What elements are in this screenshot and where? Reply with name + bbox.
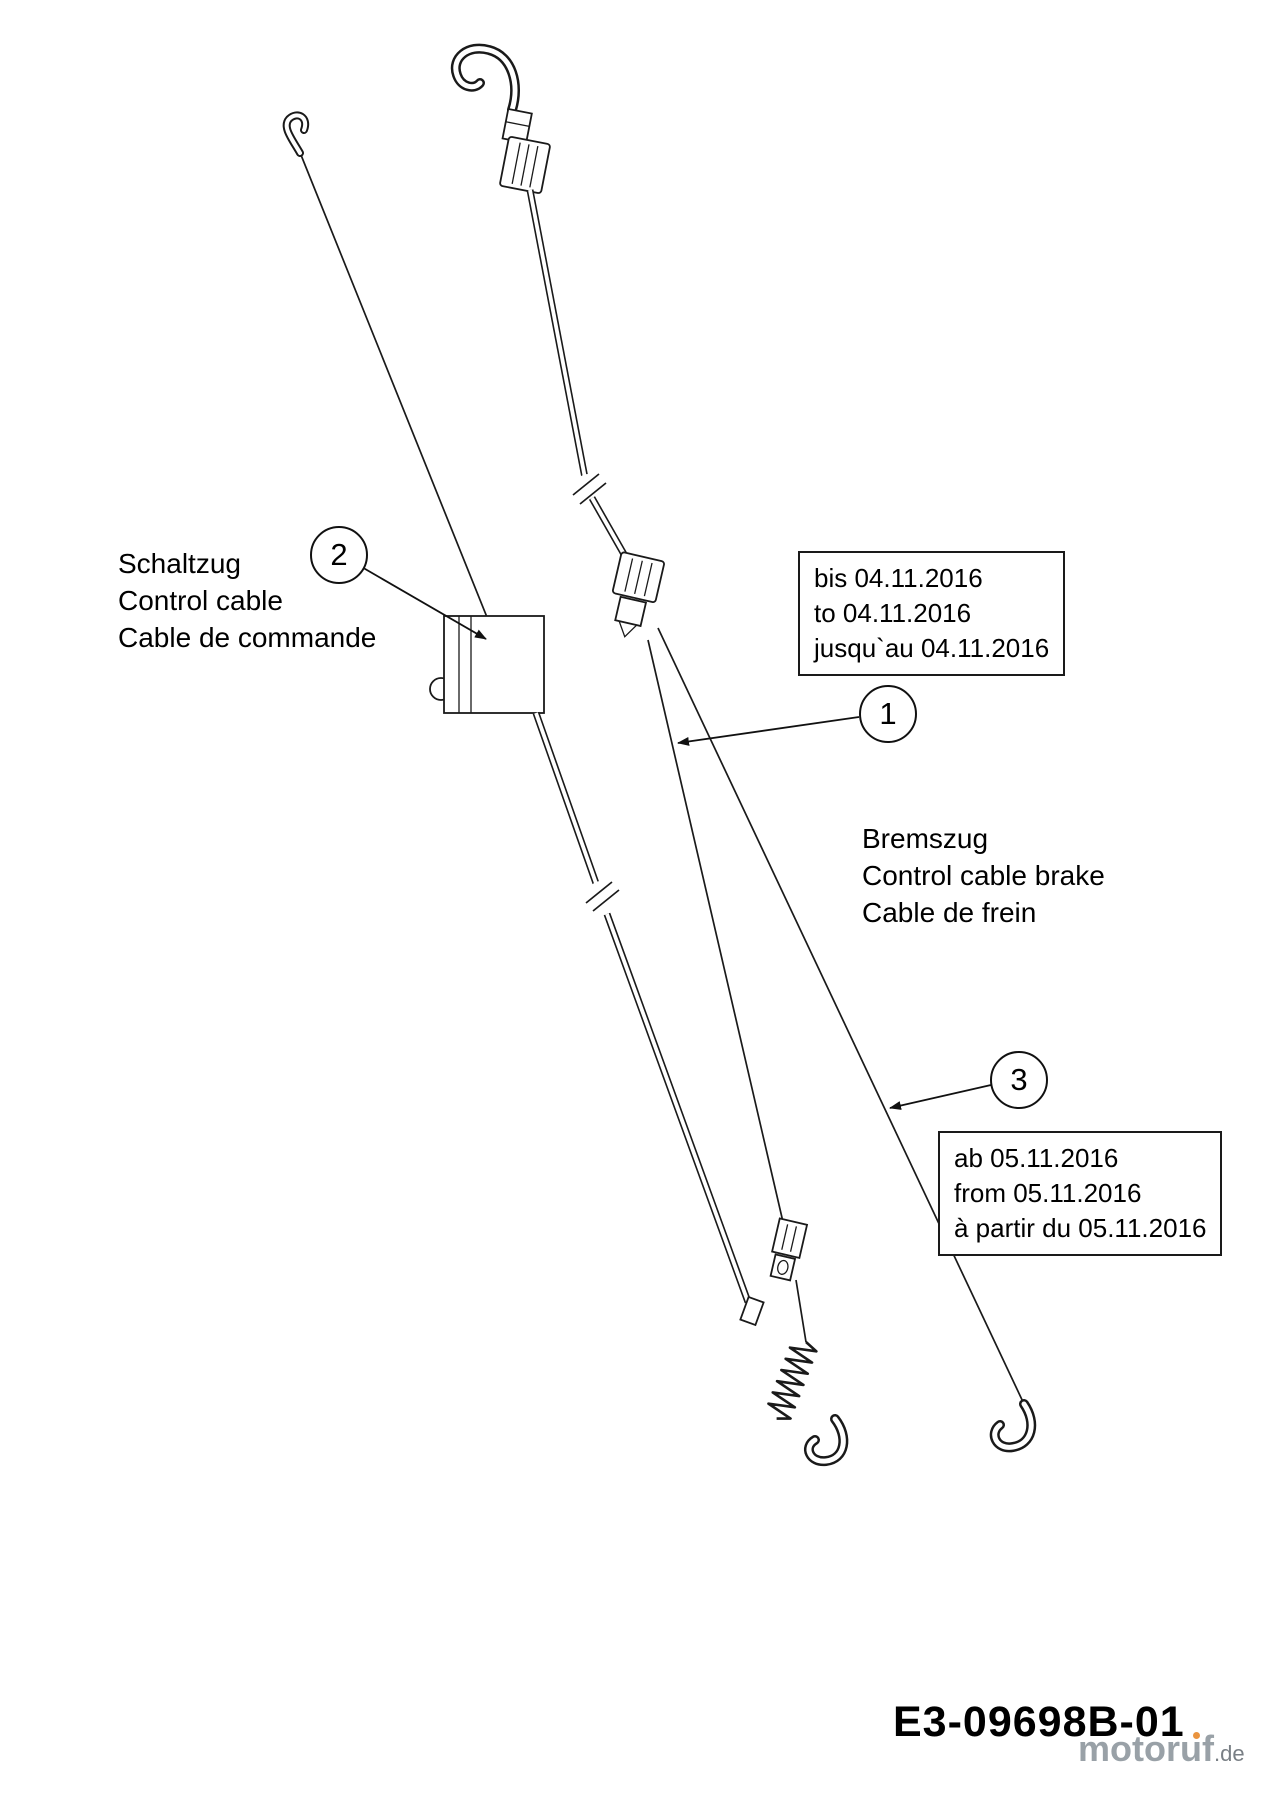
cable3-wire (657, 627, 1025, 1405)
schaltzug-label: Schaltzug Control cable Cable de command… (118, 545, 376, 656)
watermark-dot-icon (1192, 1732, 1200, 1739)
valid-until-en: to 04.11.2016 (814, 598, 972, 628)
bremszug-label: Bremszug Control cable brake Cable de fr… (862, 820, 1105, 931)
bremszug-label-de: Bremszug (862, 823, 989, 854)
callout-3-number: 3 (1010, 1062, 1028, 1097)
cable1-wire (647, 639, 784, 1223)
drawing-number: E3-09698B-01 (893, 1698, 1185, 1746)
callout-2-number: 2 (330, 537, 348, 572)
cable1-middle-adjuster (612, 551, 665, 638)
cable1-spring (767, 1341, 818, 1420)
watermark: motoruf.de (1078, 1728, 1252, 1770)
watermark-tld: .de (1213, 1741, 1245, 1766)
callout-3: 3 (990, 1051, 1048, 1109)
cable2-mounting-block (429, 615, 545, 714)
cable1-break-mark (572, 473, 600, 496)
callout-2-arrow (359, 565, 487, 640)
schaltzug-label-fr: Cable de commande (118, 622, 377, 653)
watermark-name: motoruf (1078, 1728, 1214, 1769)
valid-from-note: ab 05.11.2016 from 05.11.2016 à partir d… (938, 1131, 1223, 1256)
callout-3-arrow (889, 1084, 992, 1110)
valid-until-fr: jusqu`au 04.11.2016 (814, 633, 1050, 663)
callout-1-arrow (677, 716, 860, 746)
cable2-break-mark (585, 881, 613, 904)
valid-until-de: bis 04.11.2016 (814, 563, 983, 593)
callout-1: 1 (859, 685, 917, 743)
valid-from-en: from 05.11.2016 (954, 1178, 1142, 1208)
brake-cable-new-drawing (657, 627, 1037, 1453)
valid-from-de: ab 05.11.2016 (954, 1143, 1119, 1173)
callout-arrows (359, 565, 992, 1110)
control-cable-drawing (282, 111, 765, 1327)
cable2-wire (298, 149, 504, 658)
cable1-upper-barrel (499, 136, 551, 194)
bremszug-label-en: Control cable brake (862, 860, 1105, 891)
brake-cable-old-drawing (450, 43, 849, 1467)
cable1-lower-ferrule (769, 1217, 809, 1282)
schaltzug-label-en: Control cable (118, 585, 283, 616)
valid-until-note: bis 04.11.2016 to 04.11.2016 jusqu`au 04… (798, 551, 1066, 676)
bremszug-label-fr: Cable de frein (862, 897, 1037, 928)
callout-2: 2 (310, 526, 368, 584)
schaltzug-label-de: Schaltzug (118, 548, 241, 579)
valid-from-fr: à partir du 05.11.2016 (954, 1213, 1207, 1243)
cable2-end-cap (739, 1295, 765, 1327)
callout-1-number: 1 (879, 696, 897, 731)
